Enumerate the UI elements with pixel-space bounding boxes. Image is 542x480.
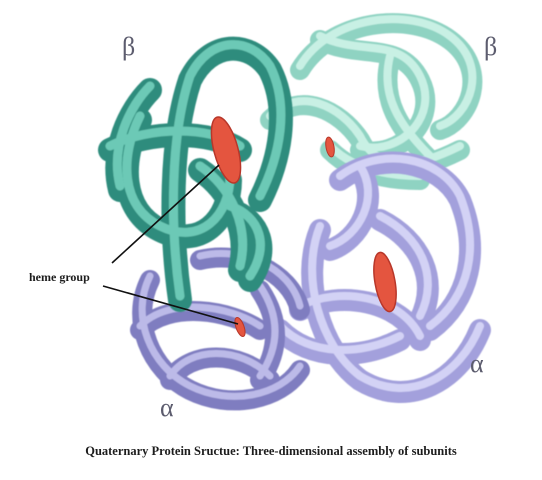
beta-label-right: β: [484, 32, 497, 61]
figure-caption: Quaternary Protein Sructue: Three-dimens…: [85, 444, 457, 458]
alpha-subunit-left: [140, 253, 300, 400]
alpha-label-left: α: [160, 393, 174, 422]
beta-label-left: β: [122, 32, 135, 61]
alpha-label-right: α: [470, 349, 484, 378]
heme-group-label: heme group: [29, 270, 90, 284]
